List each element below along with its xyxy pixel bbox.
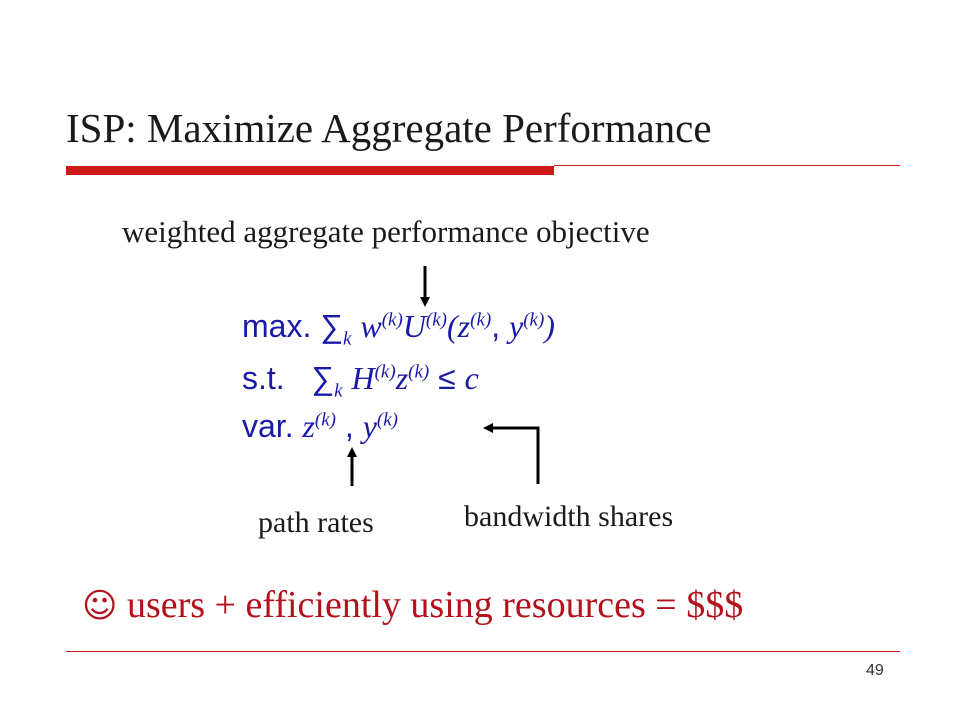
title-underline-thin xyxy=(554,165,900,166)
comma: , xyxy=(344,408,354,444)
conclusion-text: users + efficiently using resources = $$… xyxy=(126,584,744,626)
h-var: H xyxy=(351,360,375,396)
sum-index: k xyxy=(343,328,352,350)
slide-title: ISP: Maximize Aggregate Performance xyxy=(66,105,712,151)
y-superscript: (k) xyxy=(523,309,545,331)
formula-max-line: max. ∑k w(k)U(k)(z(k), y(k)) xyxy=(242,308,555,350)
z-superscript: (k) xyxy=(314,409,337,431)
bandwidth-shares-arrow xyxy=(483,423,540,484)
footer-rule xyxy=(66,651,900,652)
z-var: z xyxy=(395,360,409,396)
objective-label: weighted aggregate performance objective xyxy=(122,214,650,249)
weight-superscript: (k) xyxy=(381,309,403,331)
z-var: z xyxy=(457,308,471,344)
comma: , xyxy=(491,308,501,344)
z-superscript: (k) xyxy=(408,361,430,383)
max-keyword: max. xyxy=(242,308,312,344)
y-var: y xyxy=(509,308,524,344)
path-rates-label: path rates xyxy=(258,506,374,539)
z-superscript: (k) xyxy=(470,309,492,331)
smiley-icon: ☺ xyxy=(82,586,118,626)
y-superscript: (k) xyxy=(376,409,398,431)
conclusion-line: ☺ users + efficiently using resources = … xyxy=(82,583,743,627)
bandwidth-shares-label: bandwidth shares xyxy=(464,500,674,533)
sum-symbol: ∑ xyxy=(320,308,344,344)
utility-superscript: (k) xyxy=(425,309,448,331)
close-paren: ) xyxy=(544,308,555,344)
sum-symbol: ∑ xyxy=(311,360,335,396)
c-var: c xyxy=(464,360,479,396)
page-number: 49 xyxy=(866,662,884,679)
open-paren: ( xyxy=(447,308,458,344)
var-keyword: var. xyxy=(242,408,294,444)
formula-variables-line: var. z(k) , y(k) xyxy=(242,408,398,445)
z-var: z xyxy=(302,408,315,444)
sum-index: k xyxy=(334,380,343,402)
st-keyword: s.t. xyxy=(242,360,285,396)
utility-var: U xyxy=(402,308,426,344)
title-underline-thick xyxy=(66,166,554,175)
y-var: y xyxy=(362,408,377,444)
h-superscript: (k) xyxy=(374,361,396,383)
leq-symbol: ≤ xyxy=(438,360,456,396)
weight-var: w xyxy=(360,308,382,344)
formula-constraint-line: s.t. ∑k H(k)z(k) ≤ c xyxy=(242,360,479,402)
